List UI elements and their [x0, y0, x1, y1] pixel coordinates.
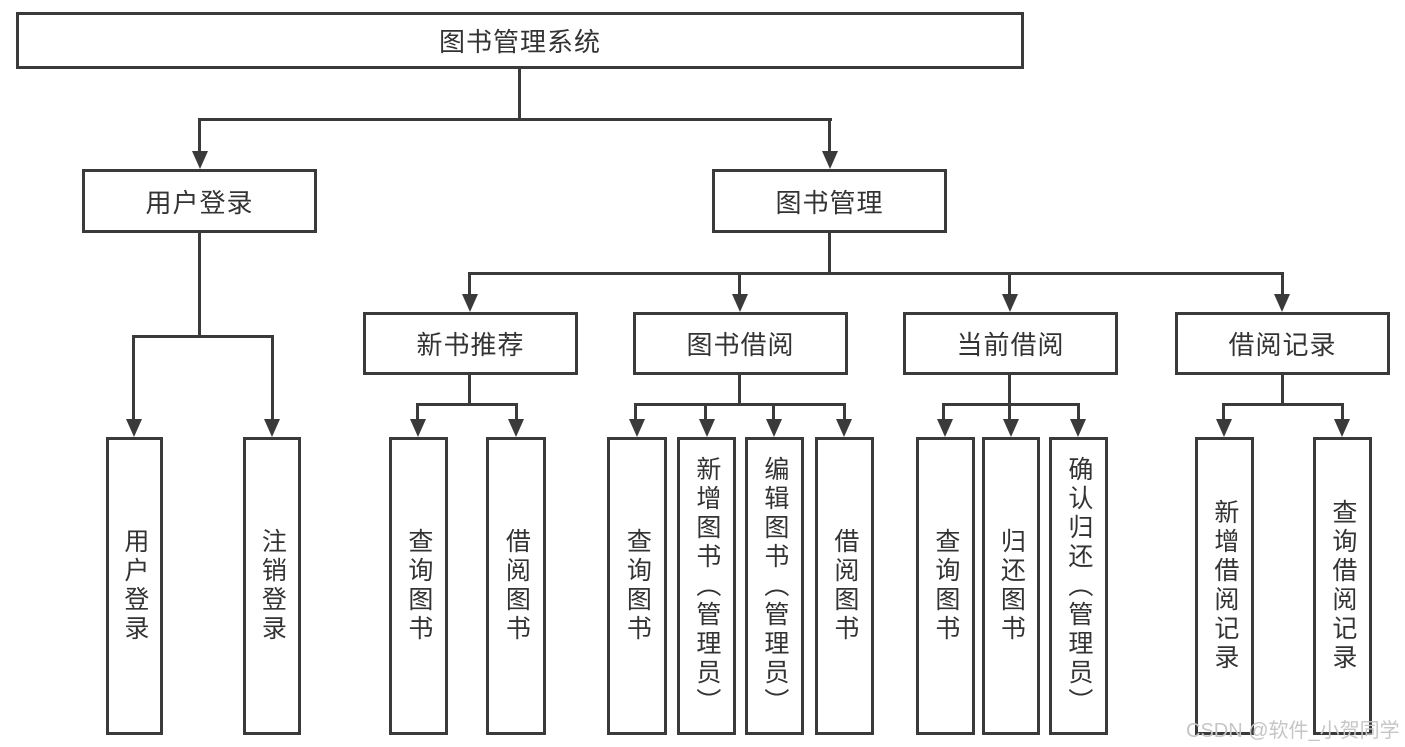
arrow-down-icon	[699, 419, 715, 437]
connector-current-drop-2	[1008, 403, 1011, 421]
arrow-down-icon	[1334, 419, 1350, 437]
arrow-down-icon	[462, 294, 478, 312]
leaf-label: 查询图书	[931, 528, 960, 644]
leaf-add-borrow-record: 新增借阅记录	[1195, 437, 1254, 735]
connector-level2-drop-3	[1008, 272, 1011, 296]
connector-current-drop-3	[1077, 403, 1080, 421]
node-book-borrow: 图书借阅	[633, 312, 848, 375]
connector-level1-bus	[198, 118, 832, 121]
connector-level2-bus	[468, 272, 1284, 275]
csdn-watermark: CSDN @软件_小贺同学	[1186, 720, 1400, 742]
leaf-confirm-return-admin: 确认归还（管理员）	[1049, 437, 1108, 735]
node-label: 用户登录	[145, 187, 254, 218]
connector-userlogin-bus	[132, 335, 274, 338]
connector-newbook-drop-1	[416, 403, 419, 421]
arrow-down-icon	[508, 419, 524, 437]
connector-newbook-stem	[468, 375, 471, 406]
arrow-down-icon	[836, 419, 852, 437]
node-borrow-record: 借阅记录	[1175, 312, 1390, 375]
connector-newbook-drop-2	[515, 403, 518, 421]
connector-record-bus	[1222, 403, 1344, 406]
node-label: 新书推荐	[416, 330, 525, 360]
arrow-down-icon	[822, 151, 838, 169]
connector-level2-drop-2	[738, 272, 741, 296]
leaf-query-borrow-record: 查询借阅记录	[1313, 437, 1372, 735]
leaf-add-book-admin: 新增图书（管理员）	[677, 437, 736, 735]
connector-level2-drop-1	[468, 272, 471, 296]
node-label: 图书借阅	[686, 330, 795, 360]
connector-borrow-stem	[738, 375, 741, 406]
leaf-label: 确认归还（管理员）	[1064, 455, 1093, 717]
connector-current-bus	[942, 403, 1080, 406]
leaf-borrow-book-1: 借阅图书	[486, 437, 546, 735]
leaf-label: 借阅图书	[502, 528, 531, 644]
connector-borrow-drop-1	[634, 403, 637, 421]
connector-borrow-drop-3	[772, 403, 775, 421]
arrow-down-icon	[937, 419, 953, 437]
leaf-borrow-book-2: 借阅图书	[815, 437, 874, 735]
connector-borrow-drop-2	[704, 403, 707, 421]
connector-record-stem	[1281, 375, 1284, 406]
arrow-down-icon	[1216, 419, 1232, 437]
connector-root-stem	[518, 69, 521, 118]
connector-userlogin-drop-right	[271, 335, 274, 421]
arrow-down-icon	[1274, 294, 1290, 312]
leaf-user-login: 用户登录	[106, 437, 163, 735]
node-label: 借阅记录	[1228, 330, 1337, 360]
connector-borrow-drop-4	[843, 403, 846, 421]
leaf-logout: 注销登录	[243, 437, 301, 735]
leaf-return-book: 归还图书	[982, 437, 1040, 735]
connector-current-drop-1	[942, 403, 945, 421]
arrow-down-icon	[264, 419, 280, 437]
connector-newbook-bus	[416, 403, 518, 406]
arrow-down-icon	[126, 419, 142, 437]
leaf-label: 查询图书	[404, 528, 433, 644]
connector-level1-drop-left	[198, 118, 201, 154]
connector-record-drop-1	[1222, 403, 1225, 421]
leaf-label: 新增借阅记录	[1210, 499, 1239, 673]
leaf-label: 查询借阅记录	[1328, 499, 1357, 673]
leaf-query-book-1: 查询图书	[389, 437, 448, 735]
arrow-down-icon	[732, 294, 748, 312]
arrow-down-icon	[766, 419, 782, 437]
leaf-query-book-3: 查询图书	[916, 437, 975, 735]
node-label: 图书管理系统	[438, 27, 601, 57]
arrow-down-icon	[192, 151, 208, 169]
arrow-down-icon	[1002, 294, 1018, 312]
connector-borrow-bus	[634, 403, 846, 406]
node-current-borrow: 当前借阅	[903, 312, 1118, 375]
leaf-label: 归还图书	[997, 528, 1026, 644]
node-library-management-system: 图书管理系统	[16, 12, 1024, 69]
arrow-down-icon	[629, 419, 645, 437]
connector-userlogin-drop-left	[132, 335, 135, 421]
connector-userlogin-stem	[198, 233, 201, 338]
arrow-down-icon	[1003, 419, 1019, 437]
connector-record-drop-2	[1341, 403, 1344, 421]
node-book-management: 图书管理	[712, 169, 947, 233]
leaf-label: 注销登录	[258, 528, 287, 644]
leaf-edit-book-admin: 编辑图书（管理员）	[745, 437, 804, 735]
leaf-query-book-2: 查询图书	[607, 437, 667, 735]
node-user-login: 用户登录	[82, 169, 317, 233]
leaf-label: 用户登录	[120, 528, 149, 644]
connector-current-stem	[1008, 375, 1011, 406]
node-label: 当前借阅	[956, 330, 1065, 360]
leaf-label: 编辑图书（管理员）	[760, 455, 789, 717]
connector-bookmgmt-stem	[828, 233, 831, 274]
node-label: 图书管理	[775, 187, 884, 218]
arrow-down-icon	[1070, 419, 1086, 437]
leaf-label: 查询图书	[623, 528, 652, 644]
connector-level2-drop-4	[1281, 272, 1284, 296]
node-new-book-recommend: 新书推荐	[363, 312, 578, 375]
connector-level1-drop-right	[828, 118, 831, 154]
arrow-down-icon	[410, 419, 426, 437]
leaf-label: 借阅图书	[830, 528, 859, 644]
leaf-label: 新增图书（管理员）	[692, 455, 721, 717]
